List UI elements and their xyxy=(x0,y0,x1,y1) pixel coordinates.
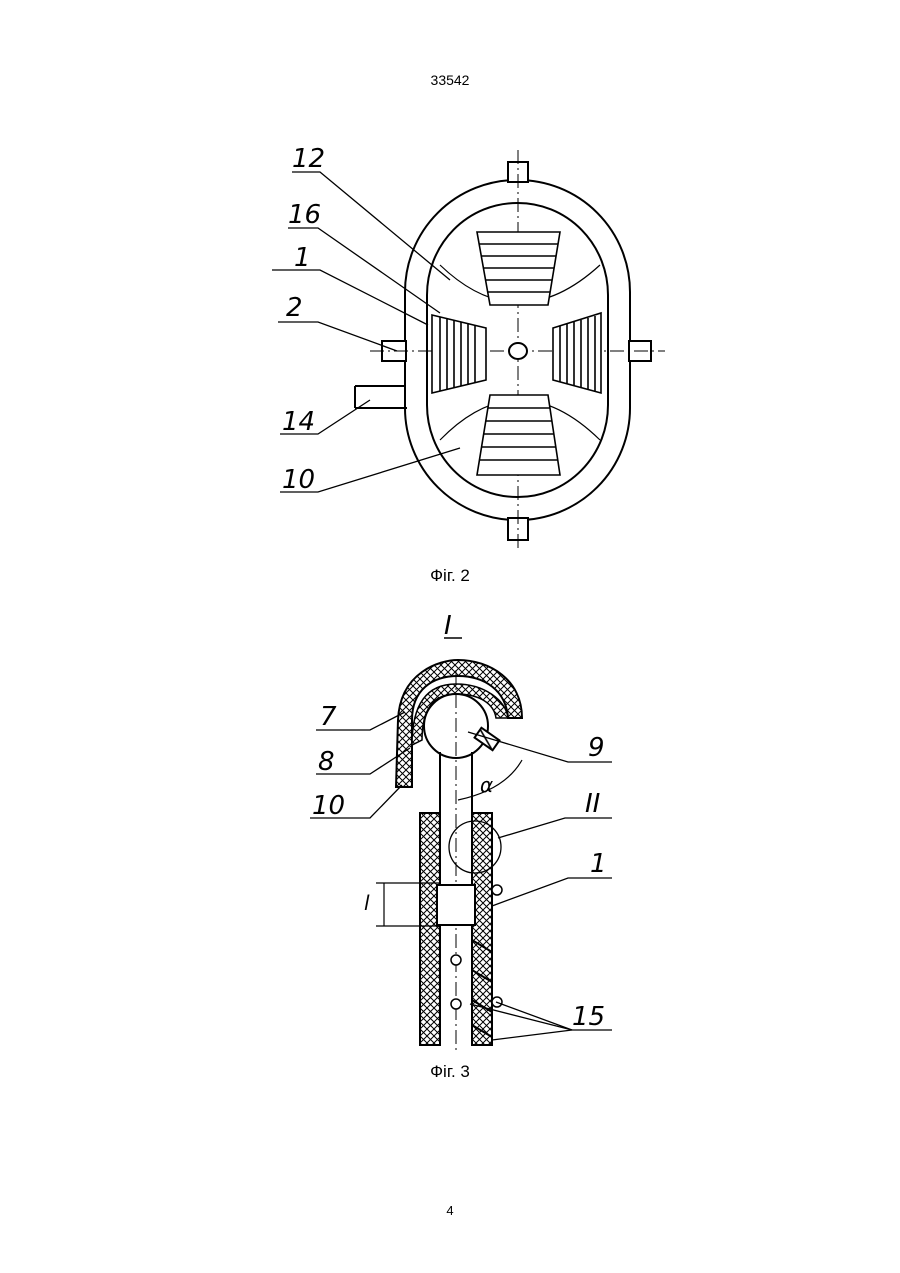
fig2-label-16: 16 xyxy=(288,200,321,230)
figure-3-caption: Фіг. 3 xyxy=(0,1062,900,1082)
magnet-left xyxy=(432,315,486,393)
fig3-label-7: 7 xyxy=(320,702,337,732)
plug xyxy=(437,885,475,925)
fig3-view-label: I xyxy=(444,611,452,641)
fig3-length-symbol: l xyxy=(364,891,370,915)
fig2-label-1: 1 xyxy=(294,243,311,273)
magnet-bottom xyxy=(477,395,560,475)
page-number: 4 xyxy=(0,1203,900,1218)
fig2-label-10: 10 xyxy=(282,465,315,495)
figure-2-caption: Фіг. 2 xyxy=(0,566,900,586)
fig3-leaders xyxy=(310,712,612,1040)
fig3-label-8: 8 xyxy=(318,747,335,777)
fig3-label-9: 9 xyxy=(588,733,605,763)
magnet-right xyxy=(553,313,601,393)
fig3-label-10: 10 xyxy=(312,791,345,821)
figure-3-drawing xyxy=(310,638,612,1050)
center-hole xyxy=(509,343,527,359)
magnet-top xyxy=(477,232,560,305)
figure-2-drawing xyxy=(272,150,665,550)
fig3-detail-label: II xyxy=(585,789,600,819)
fig2-label-14: 14 xyxy=(282,407,315,437)
fig2-label-2: 2 xyxy=(286,293,303,323)
fig3-angle-symbol: α xyxy=(480,773,493,797)
fig3-label-15: 15 xyxy=(572,1002,605,1032)
fig3-label-1: 1 xyxy=(590,849,607,879)
fig2-label-12: 12 xyxy=(292,144,325,174)
tube-wall-left xyxy=(420,813,440,1045)
